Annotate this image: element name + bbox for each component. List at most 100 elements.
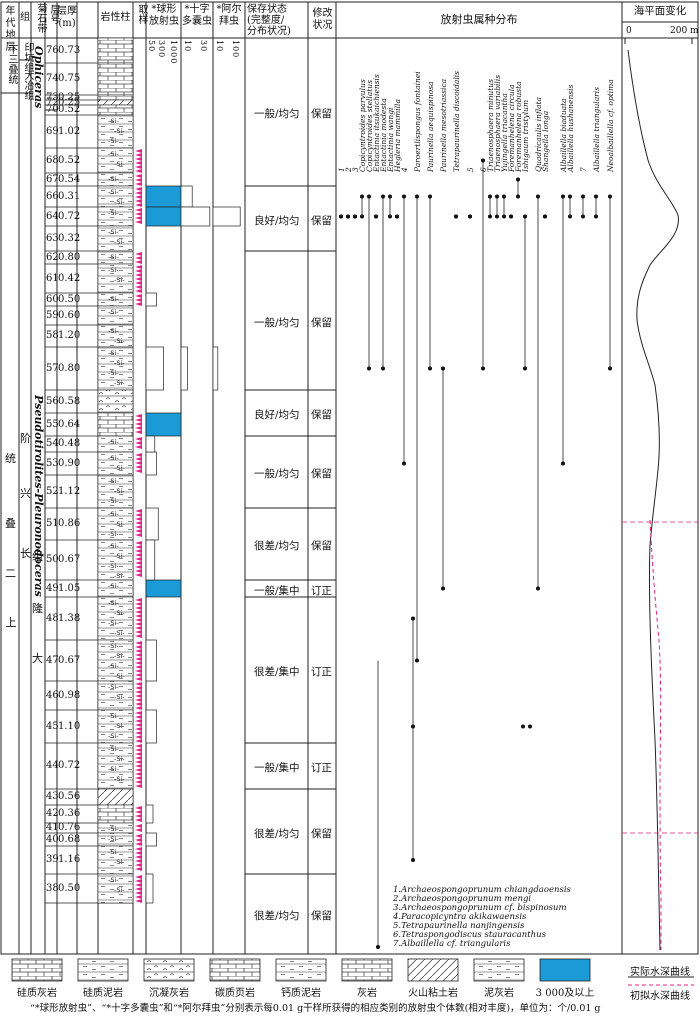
bed-number: 66 <box>46 190 59 202</box>
si-mark: -Si- <box>108 835 119 843</box>
sample-marker <box>135 149 142 153</box>
sample-marker <box>135 614 142 618</box>
occurrence-dot <box>353 214 357 219</box>
si-mark: -Si- <box>108 848 119 856</box>
si-mark: -Si- <box>114 160 125 168</box>
zu-char: 组 <box>32 550 43 563</box>
permian-char: 二 <box>5 567 16 580</box>
sample-marker <box>135 834 142 838</box>
bed-thickness: 0.64 <box>58 418 81 430</box>
sample-marker <box>135 298 142 302</box>
si-mark: -Si- <box>114 337 125 345</box>
sample-marker <box>135 814 142 818</box>
sample-marker <box>135 657 142 661</box>
sample-marker <box>135 776 142 780</box>
sample-marker <box>135 437 142 441</box>
occurrence-dot <box>521 724 525 729</box>
abundance-bar <box>145 292 157 307</box>
taxon-label: Paurinella mesotriassica <box>439 78 448 172</box>
si-mark: -Si- <box>108 732 119 740</box>
si-mark: -Si- <box>108 712 119 720</box>
bed-thickness: 1.16 <box>58 854 81 865</box>
sample-marker <box>135 260 142 264</box>
bed-number: 61 <box>46 272 59 284</box>
bed-number: 76 <box>46 44 59 56</box>
sample-marker <box>135 469 142 473</box>
abundance-bar <box>212 346 219 391</box>
header-sphere-rad: *球形 放射虫 <box>149 4 179 27</box>
legend-swatch <box>77 958 129 982</box>
si-mark: -Si- <box>114 379 125 387</box>
bed-thickness: 0.50 <box>58 882 81 894</box>
sample-marker <box>135 706 142 710</box>
sample-marker <box>135 461 142 465</box>
sample-marker <box>135 182 142 186</box>
si-mark: -Si- <box>114 572 125 580</box>
sample-marker <box>135 561 142 565</box>
bed-number: 57 <box>46 362 59 374</box>
occurrence-dot <box>367 194 371 199</box>
legend-swatch <box>341 958 393 982</box>
bed-thickness: 0.52 <box>58 154 81 166</box>
header-sea-level: 海平面变化 <box>633 5 687 17</box>
bed-thickness: 0.31 <box>58 190 81 202</box>
sample-marker <box>135 541 142 545</box>
sample-marker <box>135 153 142 157</box>
sample-marker <box>135 195 142 199</box>
lithology-bed <box>97 104 134 116</box>
sample-marker <box>135 289 142 293</box>
occurrence-dot <box>594 214 598 219</box>
sample-marker <box>135 768 142 772</box>
si-mark: -Si- <box>114 198 125 206</box>
lithology-bed <box>97 539 134 581</box>
occurrence-dot <box>594 194 598 199</box>
preservation-state: 良好/均匀 <box>254 214 300 227</box>
lithology-bed <box>97 389 134 414</box>
bed-thickness: 0.48 <box>58 438 81 449</box>
occurrence-dot <box>561 194 565 199</box>
occurrence-dot <box>381 366 385 371</box>
sample-marker <box>135 879 142 883</box>
occurrence-dot <box>528 724 532 729</box>
taxon-label: Hegleria mammilla <box>393 99 402 172</box>
taxon-label: Paroertlispongus fontainei <box>413 71 422 172</box>
occurrence-dot <box>428 194 432 199</box>
upper-permian-label: 上 <box>5 616 17 629</box>
occurrence-dot <box>360 214 364 219</box>
sample-marker <box>135 883 142 887</box>
si-mark: -Si- <box>108 209 119 217</box>
lithology-bed <box>97 94 134 101</box>
sample-marker <box>135 414 142 418</box>
bed-number: 54 <box>46 438 59 449</box>
occurrence-dot <box>468 214 472 219</box>
bed-number: 50 <box>46 554 59 565</box>
bed-thickness: 0.76 <box>58 822 81 833</box>
sample-marker <box>135 212 142 216</box>
bed-number: 47 <box>46 654 59 666</box>
preservation-state: 一般/集中 <box>254 762 300 774</box>
sample-marker <box>135 457 142 461</box>
sample-marker <box>135 806 142 810</box>
bed-number: 40 <box>46 833 59 845</box>
si-mark: -Si- <box>108 188 119 196</box>
bed-thickness: 0.32 <box>58 232 81 244</box>
header-lithology: 岩性柱 <box>100 12 131 23</box>
si-mark: -Si- <box>114 755 125 763</box>
sample-marker <box>135 673 142 677</box>
sample-marker <box>135 760 142 764</box>
occurrence-dot <box>388 194 392 199</box>
sample-marker <box>135 178 142 182</box>
occurrence-dot <box>502 214 506 219</box>
si-mark: -Si- <box>114 464 125 472</box>
sample-marker <box>135 875 142 879</box>
sample-marker <box>135 557 142 561</box>
bed-thickness: 0.25 <box>58 91 81 103</box>
sample-marker <box>135 694 142 698</box>
si-mark: -Si- <box>108 510 119 518</box>
occurrence-dot <box>488 214 492 219</box>
sample-marker <box>135 273 142 277</box>
footnote: “*球形放射虫”、“*十字多囊虫”和“*阿尔拜虫”分别表示每0.01 g干样所获… <box>30 1003 601 1014</box>
si-mark: -Si- <box>108 582 119 590</box>
si-mark: -Si- <box>114 672 125 680</box>
header-cross-rad: *十字 多囊虫 <box>182 4 212 27</box>
